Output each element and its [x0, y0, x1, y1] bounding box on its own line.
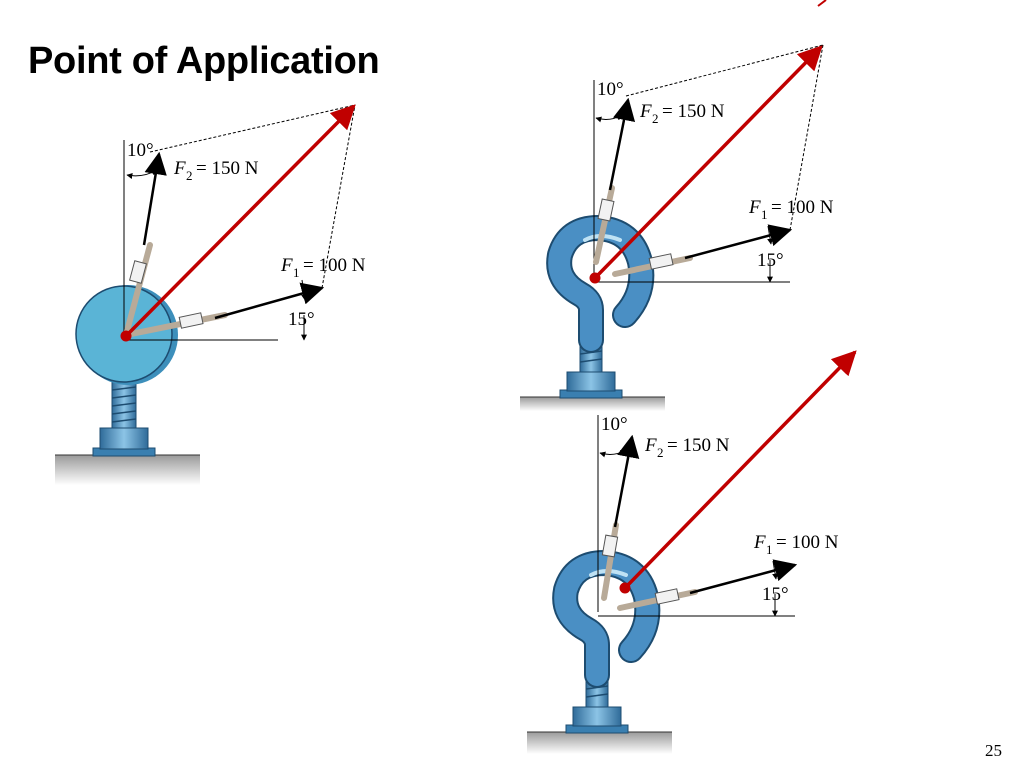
- diagram-hook-bottom: 10° F 2 = 150 N F 1 = 100 N 15°: [527, 350, 857, 754]
- page-number: 25: [985, 741, 1002, 760]
- f1-symbol: F: [748, 197, 761, 218]
- ferrule-f2: [597, 198, 615, 222]
- resultant-arrow: [623, 350, 857, 590]
- nut: [99, 427, 149, 450]
- ferrule-f2: [601, 534, 619, 558]
- force-arrow-f1: [684, 224, 793, 260]
- slide-title: Point of Application: [28, 40, 380, 82]
- cable-f1: [123, 312, 228, 338]
- angle-label-f1: 15°: [762, 584, 789, 605]
- f2-symbol: F: [644, 435, 657, 456]
- ferrule-f1: [648, 253, 674, 270]
- point-of-application: [120, 330, 132, 342]
- f1-value: = 100 N: [303, 255, 366, 276]
- angle-label-f2: 10°: [127, 140, 154, 161]
- diagram-post: 10° F 2 = 150 N F 1 = 100 N 15°: [55, 104, 366, 485]
- point-of-application: [619, 582, 631, 594]
- parallelogram-side: [789, 44, 824, 231]
- ground: [55, 455, 200, 485]
- f1-symbol: F: [753, 532, 766, 553]
- f1-subscript: 1: [766, 542, 773, 557]
- angle-label-f2: 10°: [597, 79, 624, 100]
- resultant-arrow: [124, 104, 356, 338]
- f1-value: = 100 N: [771, 197, 834, 218]
- f2-value: = 150 N: [667, 435, 730, 456]
- angle-label-f1: 15°: [757, 250, 784, 271]
- cable-f2: [123, 242, 153, 338]
- angle-arc-f2: [599, 449, 627, 458]
- ferrule-f1: [654, 588, 680, 605]
- point-of-application: [589, 272, 601, 284]
- f1-value: = 100 N: [776, 532, 839, 553]
- nut: [572, 706, 622, 727]
- f1-subscript: 1: [293, 265, 300, 280]
- force-arrow-f2: [142, 151, 167, 246]
- parallelogram-top: [149, 104, 356, 153]
- angle-label-f1: 15°: [288, 309, 315, 330]
- diagram-hook-top: 10° F 2 = 150 N F 1 = 100 N 15°: [520, 44, 834, 411]
- f2-subscript: 2: [652, 111, 659, 126]
- parallelogram-side: [321, 104, 356, 289]
- angle-arc-f2: [126, 169, 158, 179]
- force-arrow-f2: [608, 97, 636, 191]
- f2-subscript: 2: [657, 445, 664, 460]
- resultant-arrow: [593, 45, 823, 280]
- f1-symbol: F: [280, 255, 293, 276]
- ferrule-f2: [129, 260, 147, 284]
- force-arrow-f2: [613, 434, 640, 528]
- f1-subscript: 1: [761, 207, 768, 222]
- ground: [520, 397, 665, 411]
- f2-symbol: F: [173, 158, 186, 179]
- parallelogram-top: [625, 44, 824, 97]
- force-arrow-f1: [689, 559, 798, 595]
- f2-value: = 150 N: [196, 158, 259, 179]
- ground: [527, 732, 672, 754]
- angle-arc-f2: [595, 114, 623, 123]
- angle-label-f2: 10°: [601, 414, 628, 435]
- ferrule-f1: [178, 312, 204, 329]
- f2-value: = 150 N: [662, 101, 725, 122]
- f2-symbol: F: [639, 101, 652, 122]
- f2-subscript: 2: [186, 168, 193, 183]
- stray-mark: [817, 0, 827, 7]
- nut: [566, 371, 616, 392]
